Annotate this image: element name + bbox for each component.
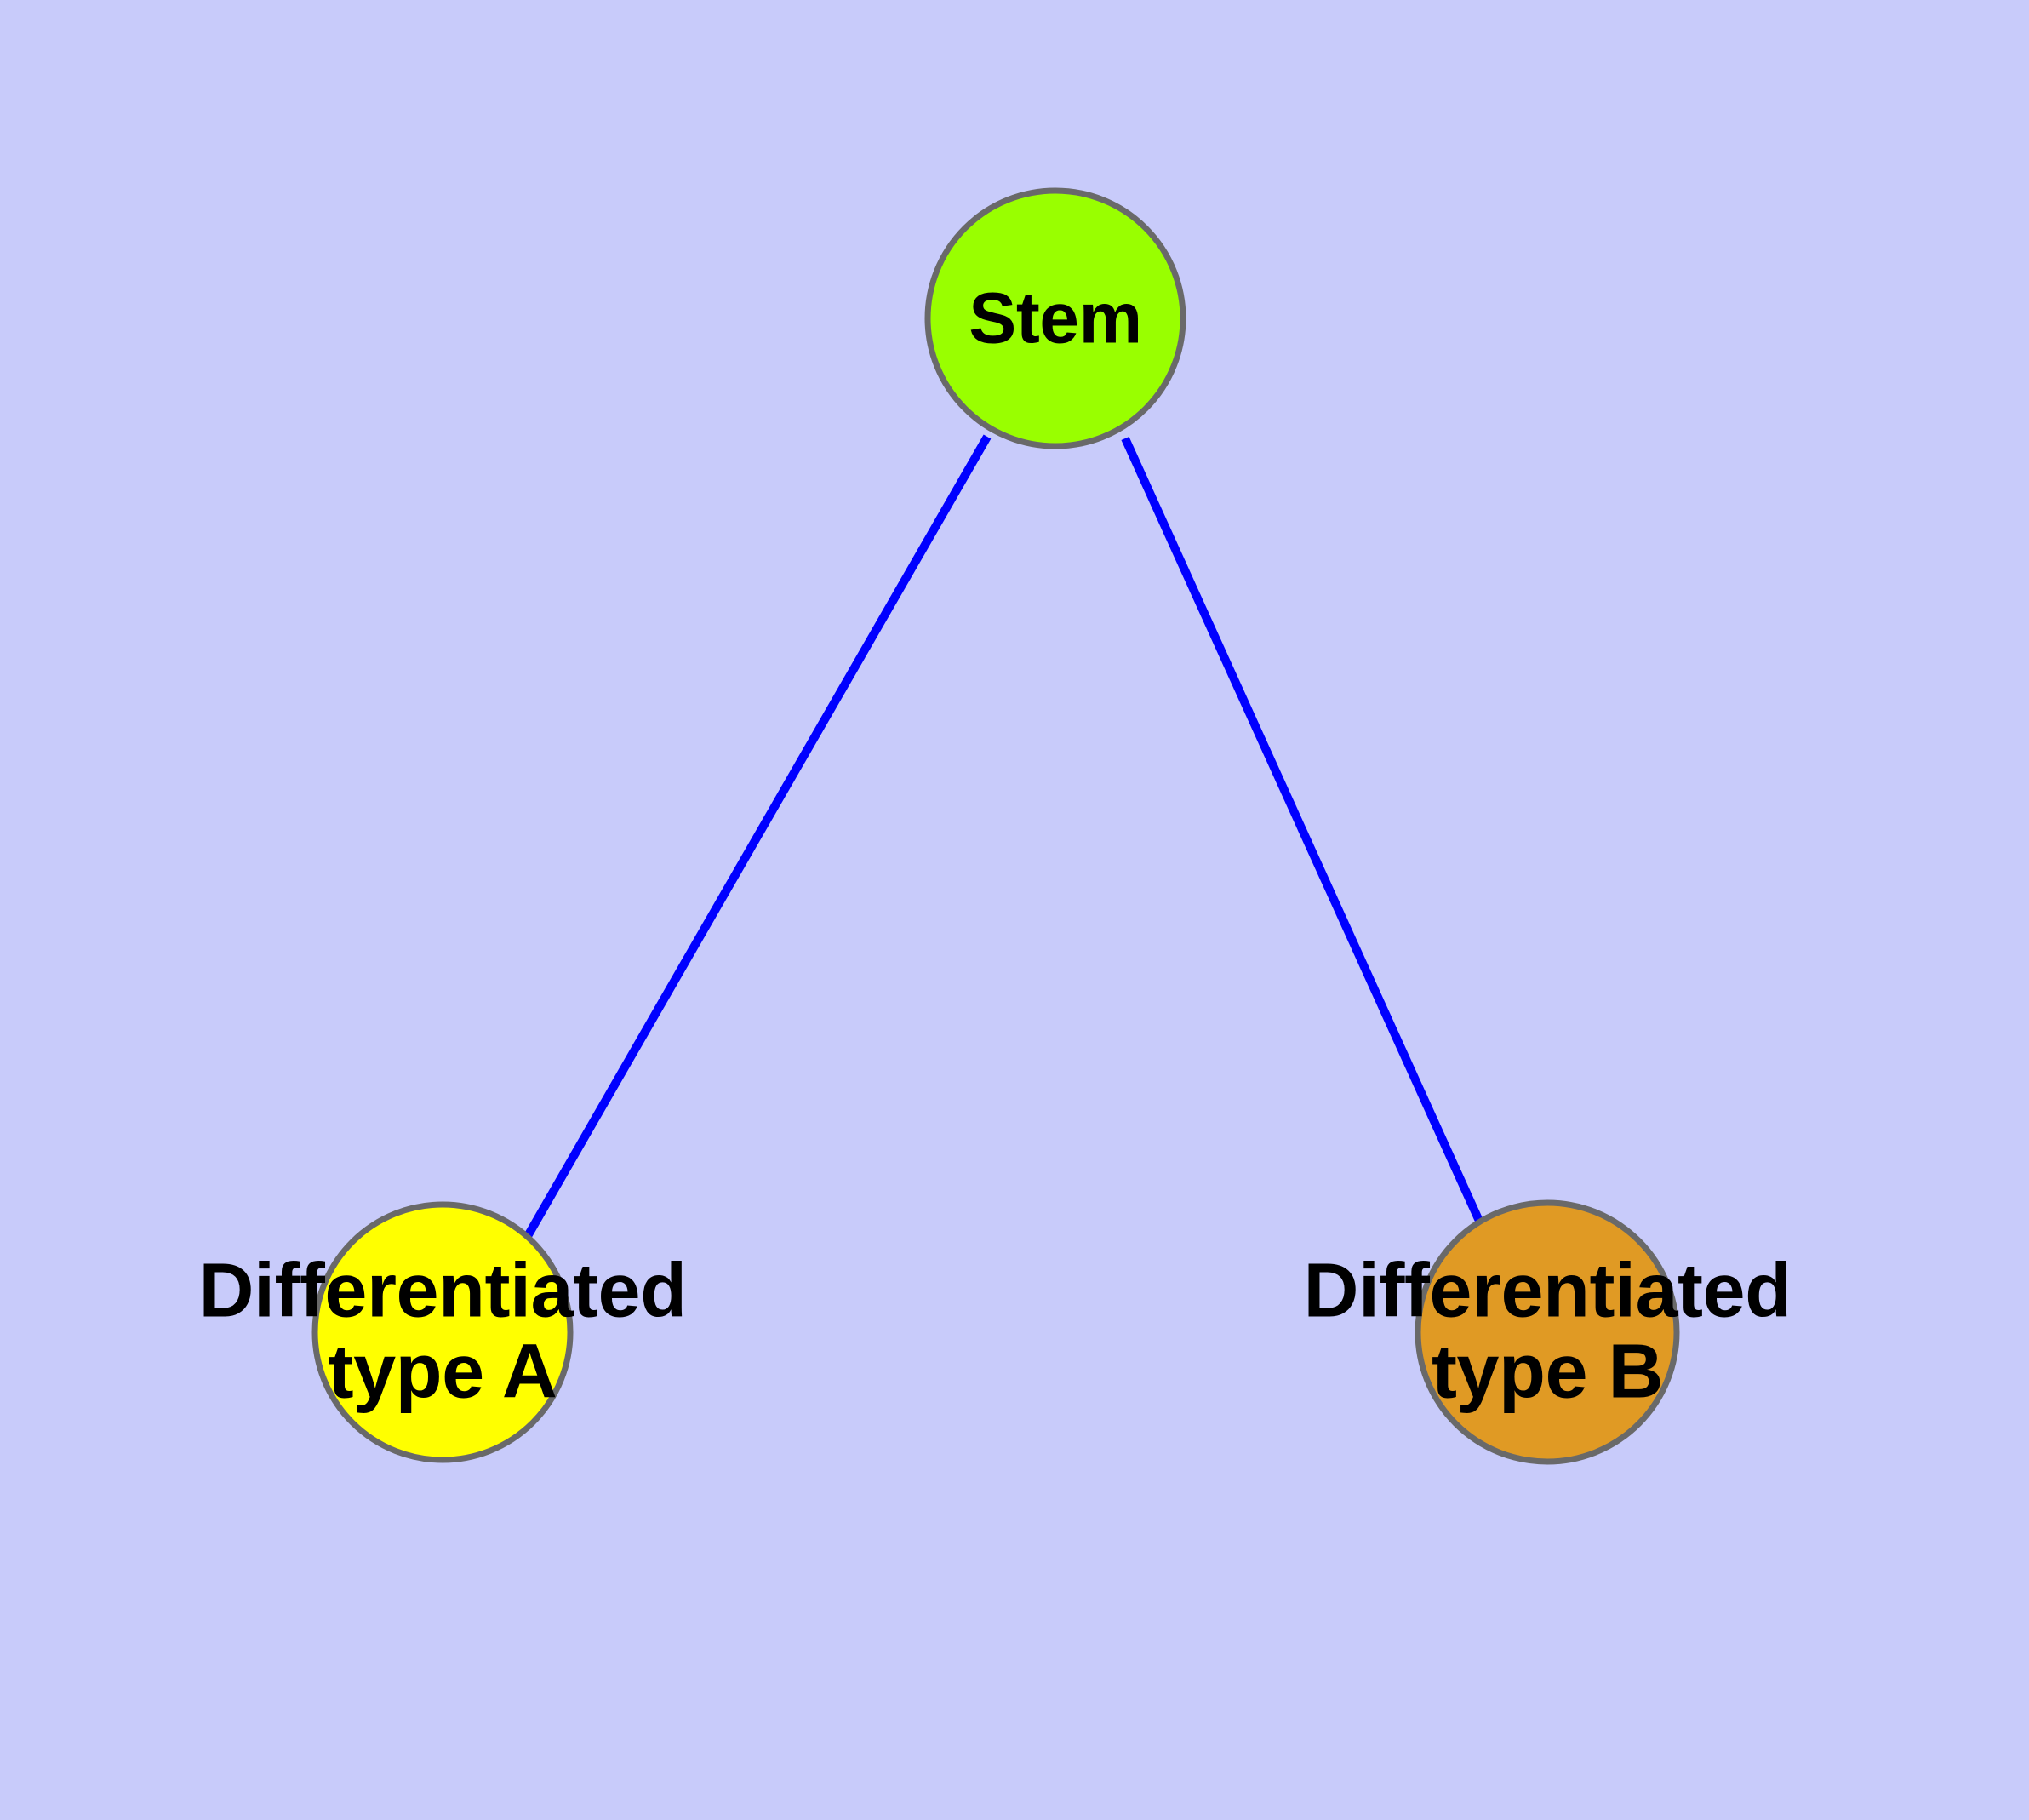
- edge-stem-to-diff-a[interactable]: [523, 434, 992, 1239]
- node-stem[interactable]: [924, 187, 1186, 449]
- node-layer: [311, 187, 1680, 1465]
- node-diff-a[interactable]: [311, 1201, 574, 1463]
- edge-stem-to-diff-b[interactable]: [1121, 436, 1487, 1231]
- node-diff-b[interactable]: [1415, 1199, 1680, 1465]
- edge-layer: [523, 434, 1487, 1239]
